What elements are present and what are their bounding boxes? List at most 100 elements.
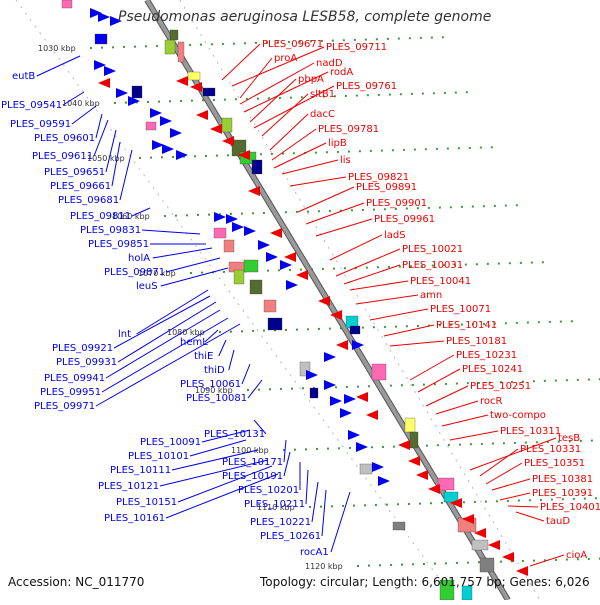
reverse-gene — [190, 82, 202, 92]
forward-gene — [266, 252, 278, 262]
gene-block — [221, 117, 233, 133]
gene-leader — [241, 363, 251, 385]
forward-gene — [280, 260, 292, 270]
reverse-gene — [366, 410, 378, 420]
gene-label: PLES_09681 — [58, 195, 119, 206]
gene-leader — [189, 439, 247, 457]
forward-gene — [258, 240, 270, 250]
gene-label: rocR — [480, 396, 503, 407]
forward-gene — [232, 222, 244, 232]
gene-label: PLES_09811 — [70, 211, 131, 222]
forward-gene — [378, 476, 390, 486]
gene-label: PLES_09971 — [34, 401, 95, 412]
gene-leader — [409, 354, 455, 381]
gene-leader — [281, 159, 339, 175]
gene-leader — [160, 267, 229, 287]
accession-text: Accession: NC_011770 — [8, 575, 145, 589]
gene-leader — [499, 492, 531, 501]
gene-label: PLES_10231 — [456, 350, 517, 361]
gene-leader — [321, 489, 327, 537]
gene-leader — [105, 129, 117, 173]
forward-gene — [170, 128, 182, 138]
gene-leader — [228, 349, 235, 371]
gene-leader — [485, 462, 523, 485]
gene-label: PLES_10111 — [110, 465, 171, 476]
forward-gene — [286, 280, 298, 290]
tick-label: 1100 kbp — [231, 446, 269, 455]
gene-block — [223, 239, 235, 253]
gene-label: holA — [128, 253, 150, 264]
gene-label: cioA — [566, 550, 587, 561]
gene-leader — [507, 505, 539, 508]
forward-gene — [128, 96, 140, 106]
map-title: Pseudomonas aeruginosa LESB58, complete … — [118, 9, 492, 25]
gene-block — [233, 269, 245, 285]
gene-block — [213, 227, 227, 239]
gene-label: PLES_09941 — [44, 373, 105, 384]
reverse-gene — [248, 186, 260, 196]
forward-gene — [110, 16, 122, 26]
gene-label: PLES_09851 — [88, 239, 149, 250]
gene-block — [409, 431, 419, 449]
gene-block — [479, 557, 495, 573]
gene-block — [249, 279, 263, 295]
tick-label: 1110 kbp — [257, 503, 295, 512]
gene-leader — [283, 439, 287, 463]
gene-leader — [269, 113, 309, 151]
gene-leader — [231, 46, 325, 87]
forward-gene — [160, 116, 172, 126]
tick-label: 1030 kbp — [38, 44, 76, 53]
gene-label: PLES_09761 — [336, 81, 397, 92]
gene-label: PLES_10221 — [250, 517, 311, 528]
gene-block — [169, 29, 179, 41]
forward-gene — [324, 380, 336, 390]
tick-label: 1060 kbp — [112, 212, 150, 221]
forward-gene — [306, 370, 318, 380]
gene-leader — [165, 473, 279, 519]
gene-label: PLES_10191 — [222, 471, 283, 482]
reverse-gene — [516, 566, 528, 576]
reverse-gene — [450, 498, 462, 508]
forward-gene — [116, 88, 128, 98]
gene-label: PLES_10141 — [436, 320, 497, 331]
reverse-gene — [196, 110, 208, 120]
tick-label: 1120 kbp — [305, 562, 343, 571]
gene-label: PLES_09671 — [262, 39, 323, 50]
gene-leader — [441, 414, 489, 427]
gene-leader — [131, 207, 151, 217]
gene-label: PLES_10381 — [532, 474, 593, 485]
forward-gene — [90, 8, 102, 18]
gene-leader — [283, 451, 291, 477]
gene-block — [267, 317, 283, 331]
forward-gene — [152, 140, 164, 150]
gene-leader — [141, 229, 201, 235]
gene-leader — [136, 289, 209, 335]
gene-leader — [36, 55, 81, 77]
gene-leader — [249, 78, 297, 123]
gene-label: PLES_10391 — [532, 488, 593, 499]
gene-block — [437, 477, 455, 491]
gene-leader — [335, 248, 401, 277]
forward-gene — [162, 144, 174, 154]
gene-label: PLES_09871 — [104, 267, 165, 278]
gene-label: PLES_09781 — [318, 124, 379, 135]
gene-leader — [435, 400, 479, 415]
reverse-gene — [98, 78, 110, 88]
gene-label: PLES_10041 — [410, 276, 471, 287]
gene-label: PLES_09951 — [40, 387, 101, 398]
forward-gene — [372, 462, 384, 472]
tick-label: 1040 kbp — [62, 99, 100, 108]
gene-label: PLES_10061 — [180, 379, 241, 390]
gene-label: rodA — [330, 67, 353, 78]
reverse-gene — [416, 470, 428, 480]
forward-gene — [324, 352, 336, 362]
gene-label: PLES_09961 — [374, 214, 435, 225]
gene-leader — [111, 141, 121, 187]
gene-label: PLES_10151 — [116, 497, 177, 508]
gene-leader — [152, 247, 213, 259]
gene-label: PLES_09611 — [32, 151, 93, 162]
forward-gene — [104, 66, 116, 76]
gene-label: thiE — [194, 351, 213, 362]
gene-leader — [247, 379, 263, 399]
gene-leader — [239, 57, 273, 99]
